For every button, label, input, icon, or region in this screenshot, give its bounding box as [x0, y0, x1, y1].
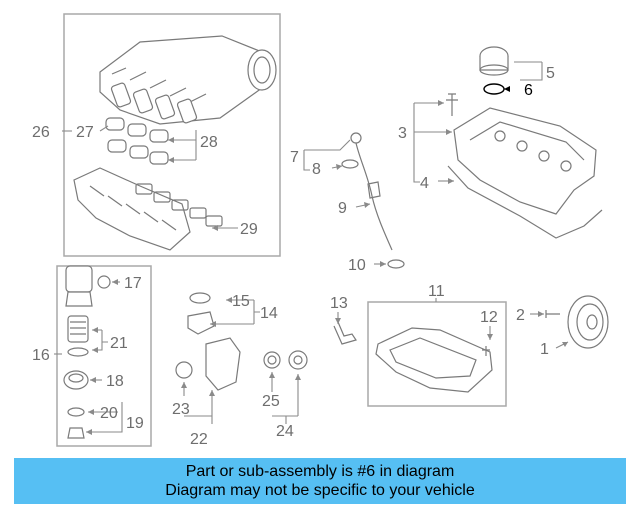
- callout-22: 22: [190, 431, 208, 448]
- valve-cover-bolt-illustration: [446, 93, 458, 116]
- oil-filter-group-box: [56, 265, 152, 447]
- callout-11: 11: [428, 283, 445, 300]
- callout-13: 13: [330, 295, 348, 312]
- callout-12: 12: [480, 309, 498, 326]
- water-outlet-illustration: [175, 292, 241, 391]
- bracket-illustration: [333, 321, 357, 345]
- oil-filter-housing-illustration: [63, 265, 111, 439]
- callout-19: 19: [126, 415, 144, 432]
- callout-7: 7: [290, 149, 299, 166]
- callout-20: 20: [100, 405, 118, 422]
- callout-23: 23: [172, 401, 190, 418]
- callout-27: 27: [76, 124, 94, 141]
- banner-line-2: Diagram may not be specific to your vehi…: [165, 482, 475, 499]
- callout-15: 15: [232, 293, 250, 310]
- seal-plug-illustration: [263, 350, 308, 370]
- callout-25: 25: [262, 393, 280, 410]
- callout-9: 9: [338, 200, 347, 217]
- oil-pan-group-box: [367, 301, 507, 407]
- info-banner: Part or sub-assembly is #6 in diagram Di…: [14, 458, 626, 504]
- intake-gasket-set-illustration: [105, 117, 169, 165]
- callout-labels: 1 2 3 4 5 6 7 8 9 10 11 12 13 14 15 16 1…: [32, 65, 555, 448]
- callout-14: 14: [260, 305, 278, 322]
- arrow-heads: [86, 86, 568, 435]
- callout-1: 1: [540, 341, 549, 358]
- oil-filler-cap-illustration: [479, 46, 509, 76]
- intake-manifold-illustration: [99, 35, 277, 125]
- oil-pan-illustration: [375, 327, 493, 393]
- callout-8: 8: [312, 161, 321, 178]
- oil-filler-cap-oring-illustration: [483, 83, 505, 95]
- callout-18: 18: [106, 373, 124, 390]
- callout-17: 17: [124, 275, 142, 292]
- callout-3: 3: [398, 125, 407, 142]
- callout-24: 24: [276, 423, 294, 440]
- crankshaft-pulley-illustration: [545, 295, 609, 349]
- valve-cover-illustration: [447, 107, 603, 239]
- banner-line-1: Part or sub-assembly is #6 in diagram: [185, 463, 455, 480]
- callout-26: 26: [32, 124, 50, 141]
- dipstick-illustration: [341, 132, 405, 269]
- callout-16: 16: [32, 347, 50, 364]
- callout-29: 29: [240, 221, 258, 238]
- intake-manifold-group-box: [63, 13, 281, 257]
- lower-intake-manifold-illustration: [73, 167, 223, 251]
- callout-5: 5: [546, 65, 555, 82]
- callout-6: 6: [524, 82, 533, 99]
- callout-21: 21: [110, 335, 128, 352]
- callout-2: 2: [516, 307, 525, 324]
- callout-4: 4: [420, 175, 429, 192]
- callout-28: 28: [200, 134, 218, 151]
- callout-10: 10: [348, 257, 366, 274]
